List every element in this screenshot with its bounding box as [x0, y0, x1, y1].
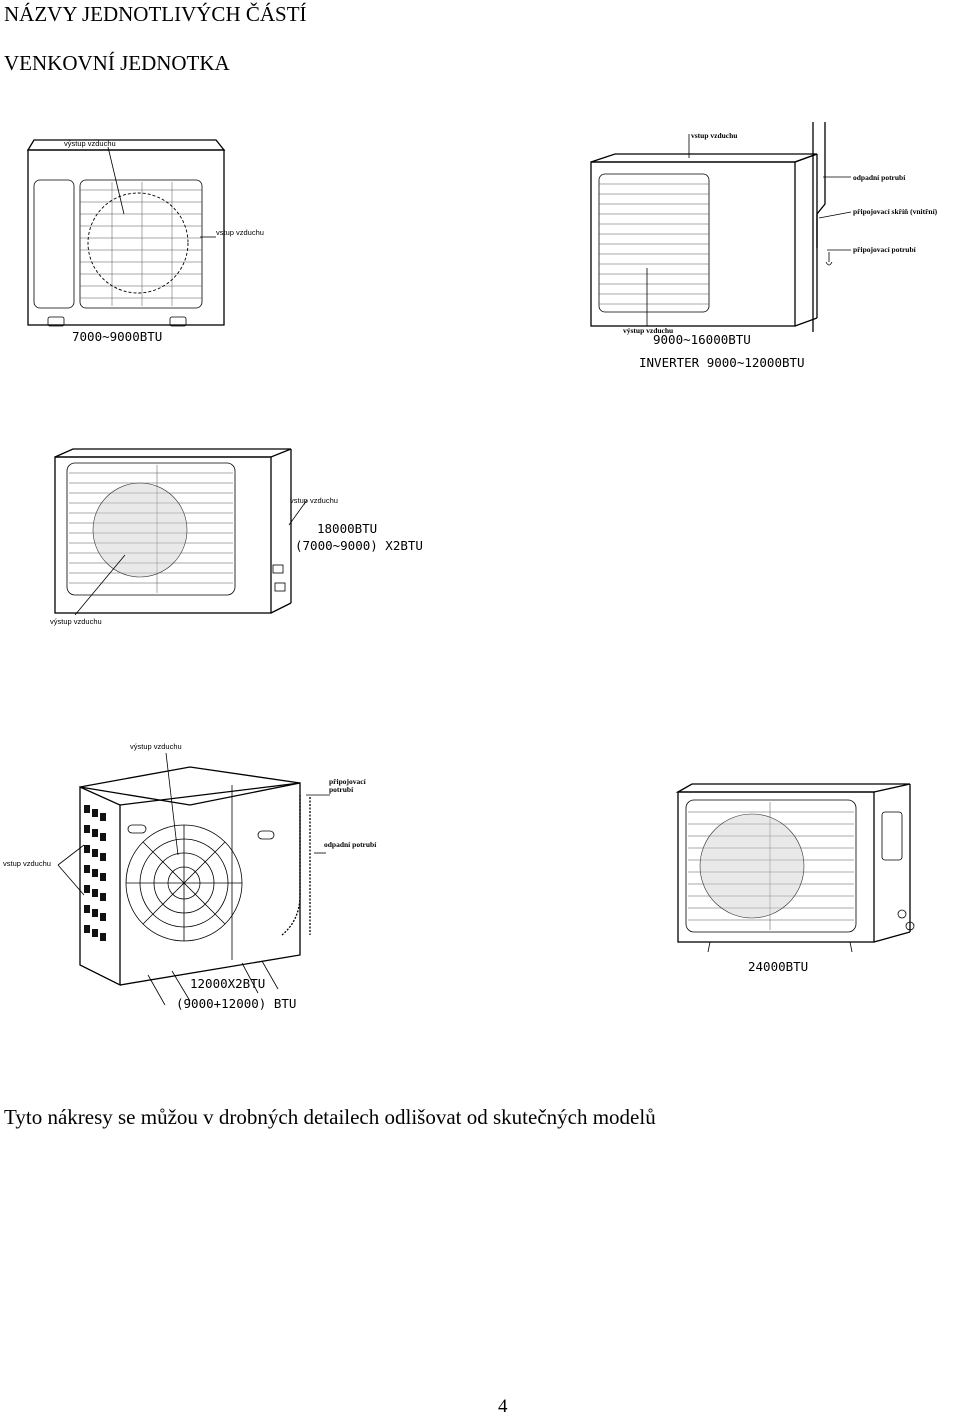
- model-caption-line1: 18000BTU: [317, 521, 377, 536]
- unit-drawing: [54, 448, 308, 616]
- model-caption-line2: (9000+12000) BTU: [176, 996, 296, 1011]
- figure-unit-24000: 24000BTU: [670, 782, 930, 982]
- label-connecting-pipe-1: připojovací: [329, 777, 367, 786]
- label-air-outlet: výstup vzduchu: [64, 139, 116, 148]
- label-connecting-pipe: připojovací potrubí: [853, 245, 917, 254]
- unit-drawing: [675, 783, 915, 953]
- model-caption-line1: 9000~16000BTU: [653, 332, 751, 347]
- figure-unit-9000-16000: vstup vzduchu odpadní potrubí připojovac…: [585, 122, 955, 377]
- label-air-inlet: vstup vzduchu: [3, 859, 51, 868]
- label-drain-pipe: odpadní potrubí: [324, 840, 377, 849]
- model-caption-line2: (7000~9000) X2BTU: [295, 538, 423, 553]
- label-air-outlet: výstup vzduchu: [623, 326, 673, 335]
- model-caption-line2: INVERTER 9000~12000BTU: [639, 355, 805, 370]
- figure-unit-18000: vstup vzduchu 18000BTU (7000~9000) X2BTU…: [45, 445, 435, 630]
- label-connecting-box: připojovací skříň (vnitřní): [853, 207, 938, 216]
- label-air-outlet: výstup vzduchu: [50, 617, 102, 626]
- figure-unit-7000-9000: výstup vzduchu vstup vzduchu 7000~9000BT…: [20, 130, 275, 350]
- label-air-outlet: výstup vzduchu: [130, 742, 182, 751]
- page-number: 4: [498, 1396, 508, 1417]
- section-subtitle: VENKOVNÍ JEDNOTKA: [4, 51, 230, 75]
- unit-drawing: [57, 752, 330, 1006]
- model-caption: 24000BTU: [748, 959, 808, 974]
- label-connecting-pipe-2: potrubí: [329, 785, 354, 794]
- label-air-inlet: vstup vzduchu: [691, 131, 737, 140]
- page-title: NÁZVY JEDNOTLIVÝCH ČÁSTÍ: [4, 2, 307, 26]
- label-air-inlet: vstup vzduchu: [216, 228, 264, 237]
- model-caption: 7000~9000BTU: [72, 329, 162, 344]
- label-drain-pipe: odpadní potrubí: [853, 173, 906, 182]
- unit-drawing: [26, 139, 226, 327]
- model-caption-line1: 12000X2BTU: [190, 976, 265, 991]
- figure-unit-12000x2: výstup vzduchu připojovací potrubí odpad…: [0, 735, 390, 1020]
- label-air-inlet: vstup vzduchu: [290, 496, 338, 505]
- unit-drawing: [590, 122, 852, 332]
- disclaimer-note: Tyto nákresy se můžou v drobných detaile…: [4, 1105, 656, 1129]
